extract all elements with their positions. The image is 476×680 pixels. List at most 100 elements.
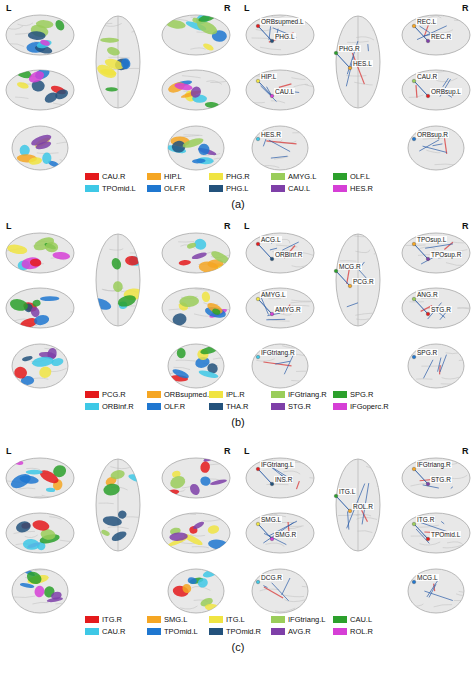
legend-swatch [271,403,285,410]
legend-text: SPG.R [350,390,373,399]
region-label: CAU.R [416,73,438,80]
legend-swatch [209,628,223,635]
region-label: ORBsupmed.L [260,18,305,25]
legend-text: CAU.R [102,627,125,636]
region-label: REC.L [416,18,437,25]
legend-text: CAU.L [350,615,372,624]
region-label: ANG.R [416,291,439,298]
legend-swatch [271,391,285,398]
legend-swatch [147,173,161,180]
panel-tag: (c) [232,641,245,653]
legend-text: ROL.R [350,627,373,636]
panel-tag: (a) [231,198,244,210]
legend-swatch [271,173,285,180]
legend-text: ORBinf.R [102,402,134,411]
legend-swatch [271,185,285,192]
legend-text: HES.R [350,184,373,193]
legend-text: ORBsupmed.L [164,390,213,399]
region-label: SMG.R [274,531,297,538]
region-label: ORBsup.R [416,131,449,138]
hemisphere-label: L [244,446,250,456]
legend-text: ITG.L [226,615,245,624]
legend-swatch [85,616,99,623]
region-label: ORBinf.R [274,251,303,258]
legend-swatch [333,185,347,192]
legend-swatch [85,391,99,398]
legend-text: PHG.R [226,172,250,181]
region-label: ROL.R [352,503,374,510]
legend-text: IPL.R [226,390,245,399]
legend-swatch [85,173,99,180]
region-label: PHG.R [338,45,361,52]
hemisphere-label: R [224,221,231,231]
region-label: HIP.L [260,73,277,80]
legend-swatch [209,616,223,623]
region-label: AMYG.R [274,306,302,313]
legend-text: AMYG.L [288,172,316,181]
region-label: STG.R [430,306,452,313]
region-label: HES.R [260,131,282,138]
legend-text: TPOmid.R [226,627,261,636]
region-label: DCG.R [260,574,283,581]
legend-text: HIP.L [164,172,182,181]
legend-text: IFGoperc.R [350,402,389,411]
legend-swatch [333,616,347,623]
hemisphere-label: R [224,3,231,13]
hemisphere-label: L [6,446,12,456]
region-label: ACG.L [260,236,282,243]
region-label: SMG.L [260,516,282,523]
hemisphere-label: R [462,221,469,231]
legend-text: STG.R [288,402,311,411]
legend-text: PCG.R [102,390,126,399]
hemisphere-label: R [462,446,469,456]
region-label: ITG.R [416,516,435,523]
legend-text: OLF.R [164,184,185,193]
legend-swatch [147,616,161,623]
legend-swatch [147,628,161,635]
hemisphere-label: R [224,446,231,456]
region-label: IFGtriang.R [416,461,452,468]
legend-text: IFGtriang.L [288,615,326,624]
legend-text: SMG.L [164,615,187,624]
legend-swatch [333,628,347,635]
legend-swatch [209,185,223,192]
region-label: ITG.L [338,488,356,495]
legend-swatch [85,185,99,192]
region-label: TPOsup.R [430,251,462,258]
region-label: MCG.L [416,574,439,581]
legend-text: ITG.R [102,615,122,624]
region-label: PHG.L [274,33,296,40]
region-label: ORBsup.L [430,88,462,95]
legend-swatch [209,403,223,410]
region-label: STG.R [430,476,452,483]
region-label: REC.R [430,33,452,40]
legend-swatch [85,628,99,635]
legend-text: TPOmid.L [102,184,136,193]
legend-text: IFGtriang.R [288,390,327,399]
legend-swatch [147,185,161,192]
legend-text: PHG.L [226,184,249,193]
legend-text: CAU.L [288,184,310,193]
legend-swatch [271,616,285,623]
legend-swatch [271,628,285,635]
region-label: HES.L [352,60,373,67]
hemisphere-label: L [244,221,250,231]
hemisphere-label: L [6,221,12,231]
legend-text: TPOmid.L [164,627,198,636]
region-label: CAU.L [274,88,295,95]
legend-swatch [333,403,347,410]
legend-text: THA.R [226,402,249,411]
hemisphere-label: R [462,3,469,13]
region-label: MCG.R [338,263,362,270]
hemisphere-label: L [244,3,250,13]
legend-swatch [147,403,161,410]
legend-swatch [209,391,223,398]
legend-text: OLF.L [350,172,370,181]
region-label: TPOsup.L [416,236,447,243]
region-label: INS.R [274,476,293,483]
region-label: IFGtriang.R [260,349,296,356]
region-label: IFGtriang.L [260,461,295,468]
legend-swatch [209,173,223,180]
legend-swatch [147,391,161,398]
